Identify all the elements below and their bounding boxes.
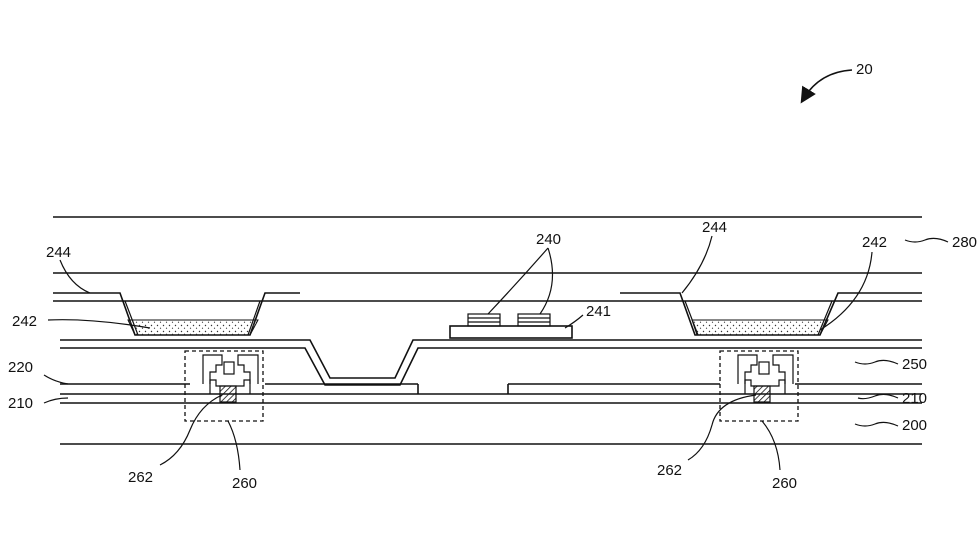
leader-210-right: [857, 393, 899, 400]
leader-210-left: [43, 397, 69, 404]
label-250: 250: [902, 356, 927, 373]
label-244-left: 244: [46, 244, 71, 261]
component-base-241: [449, 325, 573, 339]
leader-250: [854, 359, 899, 365]
leader-200: [854, 421, 899, 427]
component-240-right: [517, 313, 551, 327]
filler-left: [127, 319, 259, 336]
leader-260-right: [761, 420, 781, 471]
label-220: 220: [8, 359, 33, 376]
leader-262-left: [159, 394, 223, 466]
planarization-layer-top: [60, 339, 922, 379]
leader-280: [904, 237, 949, 243]
label-262-left: 262: [128, 469, 153, 486]
leader-260-left: [227, 420, 241, 471]
label-242-left: 242: [12, 313, 37, 330]
leader-242-right: [819, 251, 873, 331]
label-280: 280: [952, 234, 977, 251]
label-262-right: 262: [657, 462, 682, 479]
figure-ref-number: 20: [856, 61, 873, 78]
leader-262-right: [687, 394, 757, 461]
label-242-right: 242: [862, 234, 887, 251]
filler-right: [691, 319, 829, 336]
transistor-260-left: [184, 350, 264, 422]
leader-240-b: [539, 247, 554, 315]
label-200: 200: [902, 417, 927, 434]
transistor-260-right: [719, 350, 799, 422]
leader-244-right: [681, 235, 713, 294]
label-210-right: 210: [902, 390, 927, 407]
leader-242-left: [47, 319, 151, 329]
planarization-layer-inner: [60, 347, 922, 386]
leader-220: [43, 374, 69, 385]
gate-262-left: [219, 385, 237, 403]
label-244-right: 244: [702, 219, 727, 236]
leader-244-left: [59, 259, 91, 294]
label-260-right: 260: [772, 475, 797, 492]
leader-241: [564, 314, 584, 329]
figure-ref-arrow: [800, 69, 853, 104]
label-210-left: 210: [8, 395, 33, 412]
label-240: 240: [536, 231, 561, 248]
gate-262-right: [753, 385, 771, 403]
leader-240-a: [487, 247, 549, 315]
label-260-left: 260: [232, 475, 257, 492]
component-240-left: [467, 313, 501, 327]
label-241: 241: [586, 303, 611, 320]
